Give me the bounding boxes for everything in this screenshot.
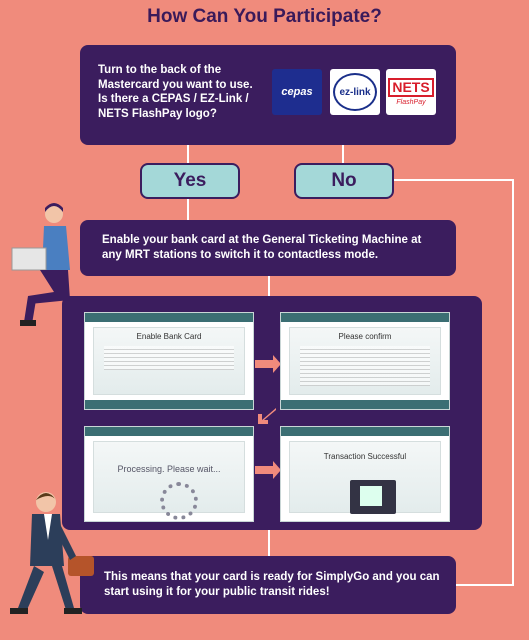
businessman-running-icon bbox=[10, 492, 94, 614]
screen-processing: Processing. Please wait... bbox=[84, 426, 254, 522]
screen-title: Please confirm bbox=[338, 332, 392, 341]
cepas-logo-label: cepas bbox=[281, 86, 313, 98]
cepas-logo: cepas bbox=[272, 69, 322, 115]
connector-line bbox=[187, 145, 189, 163]
step-2-text: Enable your bank card at the General Tic… bbox=[102, 234, 422, 261]
screen-header-bar bbox=[85, 313, 253, 322]
step-2-box: Enable your bank card at the General Tic… bbox=[80, 220, 456, 276]
arrow-right-icon bbox=[255, 461, 281, 479]
screen-title: Transaction Successful bbox=[323, 452, 407, 461]
no-option: No bbox=[294, 163, 394, 199]
step-3-box: This means that your card is ready for S… bbox=[80, 556, 456, 614]
nets-logo-label: NETS bbox=[388, 78, 434, 97]
connector-line bbox=[187, 197, 189, 220]
connector-line bbox=[342, 145, 344, 163]
screen-header-bar bbox=[281, 427, 449, 436]
screen-enable-bank-card: Enable Bank Card bbox=[84, 312, 254, 410]
screens-panel: Enable Bank Card Please confirm Processi… bbox=[62, 296, 482, 530]
screen-title: Enable Bank Card bbox=[136, 332, 202, 341]
page-title: How Can You Participate? bbox=[147, 6, 382, 27]
screen-header-bar bbox=[85, 427, 253, 436]
yes-option: Yes bbox=[140, 163, 240, 199]
screen-footer-bar bbox=[281, 400, 449, 409]
connector-line bbox=[390, 179, 514, 181]
arrow-down-left-icon bbox=[258, 408, 276, 424]
screen-body: Transaction Successful bbox=[289, 441, 441, 514]
connector-line bbox=[456, 584, 514, 586]
flashpay-logo-label: FlashPay bbox=[396, 99, 426, 106]
arrow-right-icon bbox=[255, 355, 281, 373]
screen-paragraph bbox=[104, 346, 234, 370]
screen-footer-bar bbox=[85, 400, 253, 409]
screen-paragraph bbox=[300, 346, 430, 386]
ezlink-logo-ring: ez-link bbox=[333, 73, 377, 111]
processing-text: Processing. Please wait... bbox=[117, 464, 221, 474]
nets-flashpay-logo: NETS FlashPay bbox=[386, 69, 436, 115]
card-icon bbox=[360, 486, 382, 506]
step-1-box: Turn to the back of the Mastercard you w… bbox=[80, 45, 456, 145]
loading-spinner-icon bbox=[160, 482, 198, 520]
ezlink-logo-label: ez-link bbox=[339, 86, 371, 98]
person-with-laptop-icon bbox=[11, 203, 70, 326]
step-1-text: Turn to the back of the Mastercard you w… bbox=[98, 64, 253, 120]
screen-transaction-successful: Transaction Successful bbox=[280, 426, 450, 522]
screen-header-bar bbox=[281, 313, 449, 322]
connector-line bbox=[512, 179, 514, 585]
ezlink-logo: ez-link bbox=[330, 69, 380, 115]
step-3-text: This means that your card is ready for S… bbox=[104, 571, 440, 598]
screen-body: Please confirm bbox=[289, 327, 441, 395]
screen-body: Processing. Please wait... bbox=[93, 441, 245, 520]
connector-line bbox=[268, 276, 270, 296]
screen-please-confirm: Please confirm bbox=[280, 312, 450, 410]
screen-body: Enable Bank Card bbox=[93, 327, 245, 395]
connector-line bbox=[268, 530, 270, 556]
